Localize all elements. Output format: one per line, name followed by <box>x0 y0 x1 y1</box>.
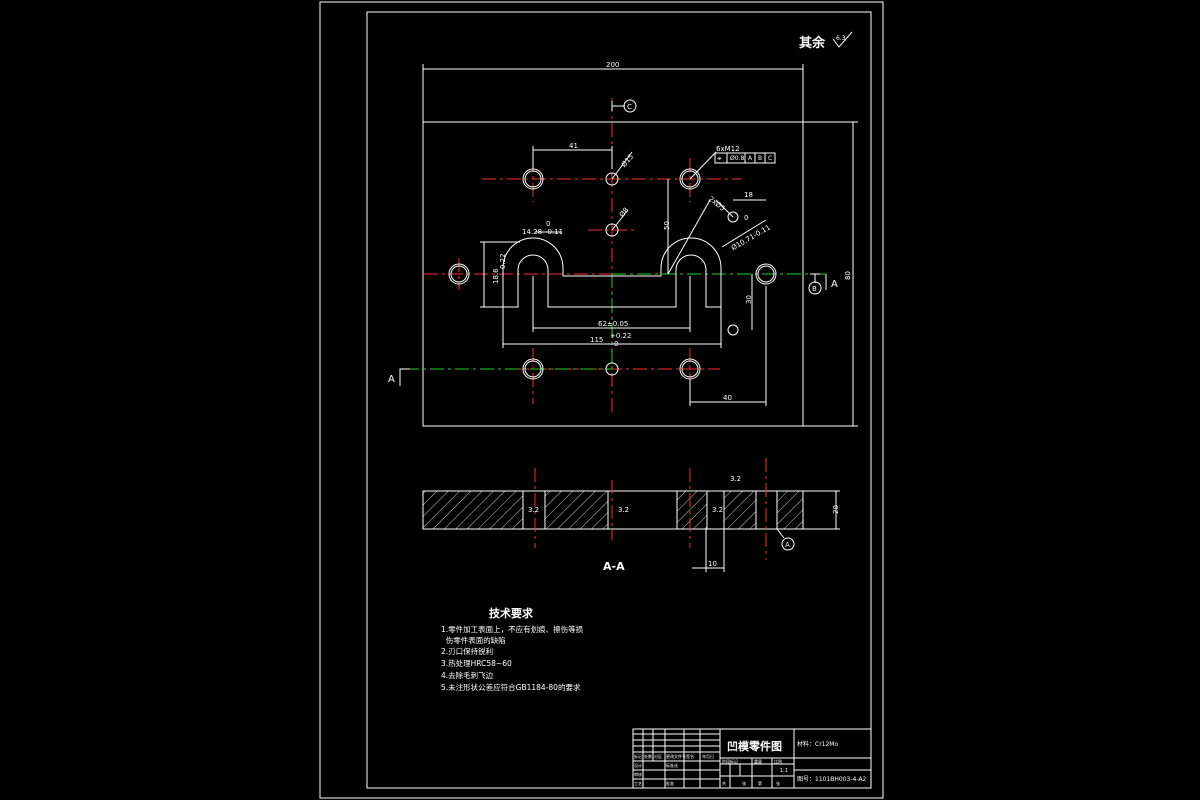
hole-bottom-left <box>522 358 544 380</box>
tb-cell-sheet-no: 第 <box>758 780 762 786</box>
tech-req-item-1: 1.零件加工表面上，不应有划痕、擦伤等损 <box>441 624 584 634</box>
dim-115-tol-upper: +0.22 <box>610 332 631 340</box>
section-view: 3.2 3.2 3.2 3.2 20 10 A A-A <box>422 458 840 573</box>
hatch-2 <box>544 490 609 530</box>
section-mark-right: A <box>831 279 838 290</box>
title-block-scale: 1:1 <box>780 768 788 774</box>
dim-vertical-tol: 0.22 <box>499 253 507 269</box>
hole-left <box>448 263 470 285</box>
tech-req-item-2: 2.刃口保持锐利 <box>441 646 493 656</box>
dim-18: 18 <box>744 191 753 199</box>
tolerance-datum-c: C <box>768 155 772 162</box>
plate-outline <box>422 121 804 427</box>
dim-14-tol-lower: -0.11 <box>545 228 563 236</box>
dim-section-10: 10 <box>708 560 717 568</box>
hole-mid-center <box>605 223 619 237</box>
hole-bottom-right <box>679 358 701 380</box>
dim-14-tol-upper: 0 <box>546 220 550 228</box>
dim-115: 115 <box>590 336 603 344</box>
hole-bottom-center <box>605 362 619 376</box>
section-mark-left: A <box>388 374 395 385</box>
tech-req-item-4: 4.去除毛刺飞边 <box>441 670 494 680</box>
section-rough-1: 3.2 <box>528 506 539 514</box>
dim-14-28: 14.28 <box>522 228 542 236</box>
dim-section-thickness: 20 <box>832 505 840 514</box>
hole-pin-upper <box>727 211 739 223</box>
tb-cell-total: 共 <box>722 780 726 786</box>
roughness-symbol-icon <box>832 31 853 48</box>
title-block-material: 材料：Cr12Mo <box>797 740 838 748</box>
hatch-3 <box>676 490 708 530</box>
tb-cell-approve: 批准 <box>666 780 674 786</box>
section-rough-3: 3.2 <box>712 506 723 514</box>
dim-2x-dia5: 2xØ5 <box>707 195 727 213</box>
section-title: A-A <box>603 560 625 573</box>
inner-border <box>366 11 872 789</box>
tb-cell-zone: 分区 <box>654 753 662 759</box>
section-rough-2: 3.2 <box>618 506 629 514</box>
dim-mark-0: 0 <box>744 214 748 222</box>
tech-req-item-1b: 伤零件表面的缺陷 <box>441 635 506 645</box>
tb-cell-sheet: 张 <box>776 780 780 786</box>
datum-c-circle <box>623 99 637 113</box>
tb-cell-process: 工艺 <box>634 781 642 786</box>
dim-dia8: Ø8 <box>618 206 631 219</box>
tb-cell-standard: 标准化 <box>666 762 678 768</box>
tb-cell-change-doc: 更改文件号 <box>666 753 686 759</box>
dim-dia15: Ø15 <box>620 153 635 169</box>
datum-b-circle <box>808 281 822 295</box>
dim-vertical-18-6: 18.6 <box>492 268 500 284</box>
tolerance-datum-b: B <box>758 155 762 162</box>
dim-62: 62±0.05 <box>598 320 628 328</box>
tolerance-symbol-icon: ⌖ <box>717 154 722 163</box>
hole-pin-lower <box>727 324 739 336</box>
dim-width-200: 200 <box>606 61 619 69</box>
surface-note-roughness: 6.3 <box>836 35 846 42</box>
tech-req-item-3: 3.热处理HRC58~60 <box>441 658 512 668</box>
tb-cell-ratio: 比例 <box>774 758 782 764</box>
dim-30: 30 <box>745 295 753 304</box>
tb-cell-design: 设计 <box>634 762 642 768</box>
datum-b-label: B <box>812 285 817 293</box>
section-rough-4: 3.2 <box>730 475 741 483</box>
tb-cell-mark: 标记 <box>634 753 642 759</box>
die-cavity-outline <box>502 237 722 308</box>
tb-cell-sign: 签名 <box>686 753 694 759</box>
outer-border <box>319 1 884 799</box>
title-block-drawing-no: 图号：1101BH003-4-A2 <box>797 776 866 783</box>
tb-cell-stage: 阶段标记 <box>722 758 738 764</box>
hatch-1 <box>422 490 524 530</box>
hole-top-right <box>679 168 701 190</box>
hole-top-center <box>605 172 619 186</box>
dim-115-tol-lower: 0 <box>614 340 618 348</box>
dim-41: 41 <box>569 142 578 150</box>
title-block-drawing-name: 凹模零件图 <box>727 739 782 753</box>
tolerance-datum-a: A <box>748 155 753 162</box>
hole-right <box>755 263 777 285</box>
dim-40: 40 <box>723 394 732 402</box>
title-block: 凹模零件图 材料：Cr12Mo 图号：1101BH003-4-A2 1:1 标记… <box>632 728 872 789</box>
tolerance-frame: ⌖ Ø0.8 A B C <box>714 152 776 164</box>
tb-cell-review: 审核 <box>634 771 642 777</box>
tech-requirements: 技术要求 1.零件加工表面上，不应有划痕、擦伤等损 伤零件表面的缺陷 2.刃口保… <box>441 606 584 692</box>
tb-cell-sheets: 张 <box>742 780 746 786</box>
datum-a-circle <box>781 537 795 551</box>
datum-c-label: C <box>627 103 632 111</box>
tb-cell-count: 处数 <box>644 753 652 759</box>
tb-cell-weight: 重量 <box>754 758 762 764</box>
tb-cell-date: 年月日 <box>702 753 714 759</box>
surface-note-label: 其余 <box>799 35 826 51</box>
tech-req-item-5: 5.未注形状公差应符合GB1184-80的要求 <box>441 682 581 692</box>
hatch-5 <box>776 490 804 530</box>
datum-a-label: A <box>785 541 790 549</box>
top-view: 200 80 <box>388 61 858 427</box>
tech-requirements-title: 技术要求 <box>489 606 534 620</box>
dim-height-80: 80 <box>844 271 852 280</box>
hatch-4 <box>723 490 757 530</box>
tolerance-value: Ø0.8 <box>730 155 744 162</box>
dim-50: 50 <box>663 221 671 230</box>
thread-callout: 6xM12 <box>716 145 740 153</box>
